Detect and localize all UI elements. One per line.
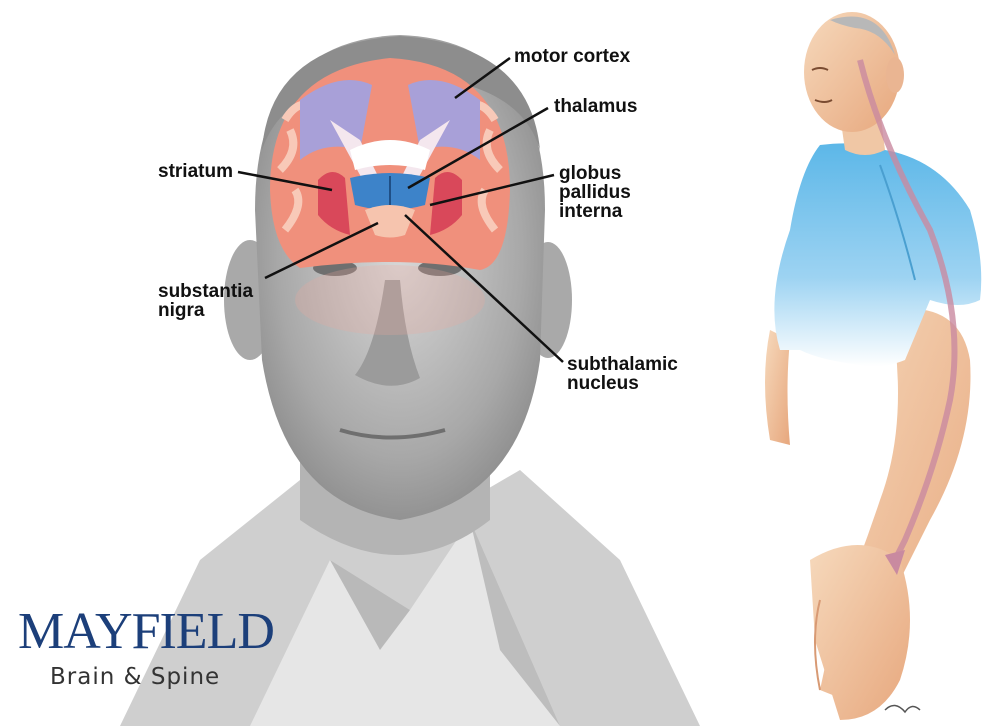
artist-signature	[885, 705, 920, 712]
label-motor-cortex: motor cortex	[514, 47, 630, 66]
brand-tagline: Brain & Spine	[50, 664, 274, 690]
label-striatum: striatum	[158, 162, 233, 181]
label-pallidus: pallidus	[559, 183, 631, 202]
label-globus-pallidus-interna: globus pallidus interna	[559, 164, 631, 221]
illustration-head	[804, 12, 900, 132]
label-interna: interna	[559, 202, 631, 221]
label-nucleus: nucleus	[567, 374, 678, 393]
label-substantia-nigra: substantia nigra	[158, 282, 253, 320]
label-subthalamic: subthalamic	[567, 355, 678, 374]
label-thalamus: thalamus	[554, 97, 637, 116]
brand-name: MAYFIELD	[18, 606, 274, 658]
tremor-illustration	[765, 12, 981, 720]
label-subthalamic-nucleus: subthalamic nucleus	[567, 355, 678, 393]
label-substantia: substantia	[158, 282, 253, 301]
label-globus: globus	[559, 164, 631, 183]
brand-logo: MAYFIELD Brain & Spine	[18, 606, 274, 690]
label-nigra: nigra	[158, 301, 253, 320]
